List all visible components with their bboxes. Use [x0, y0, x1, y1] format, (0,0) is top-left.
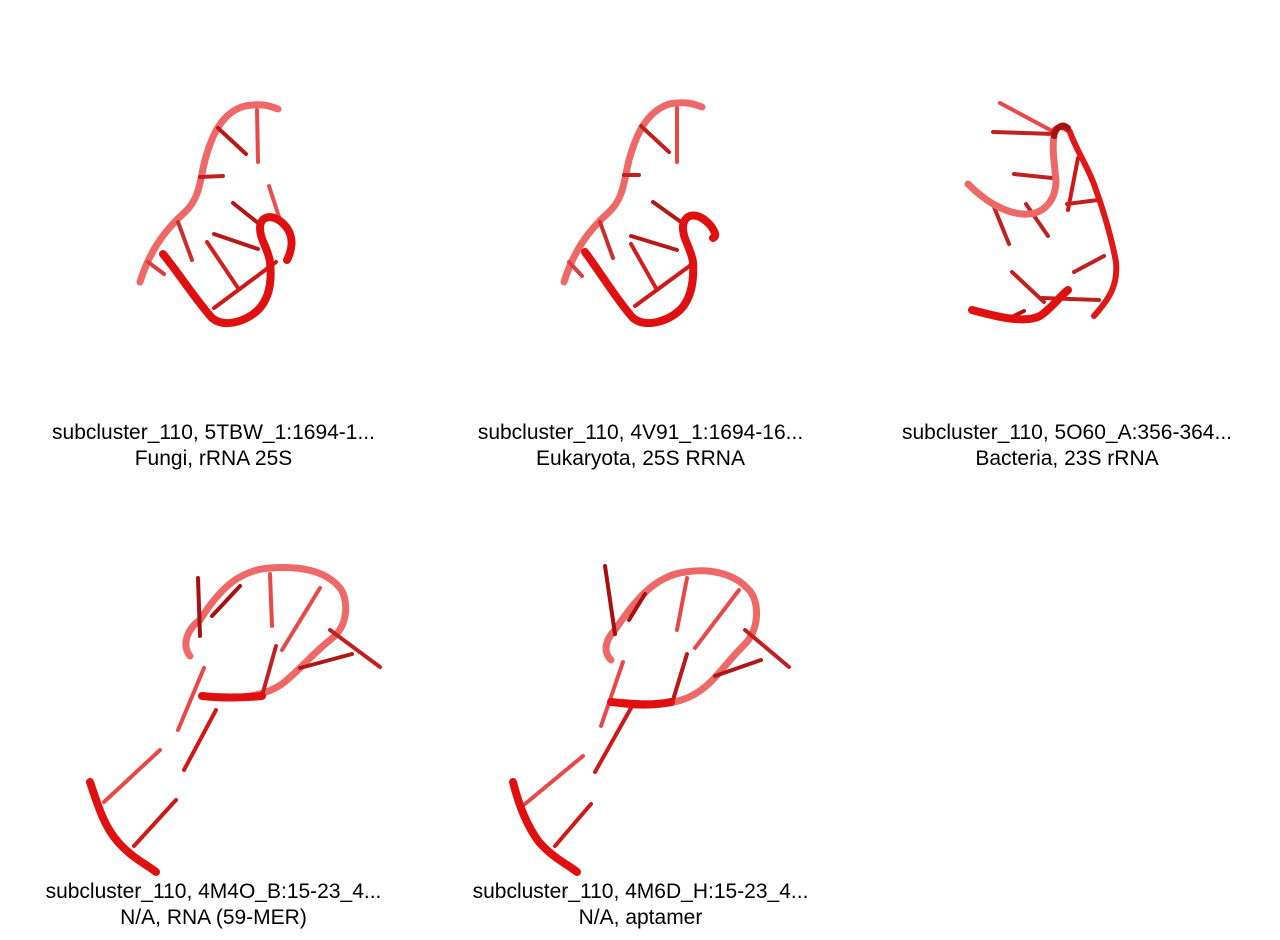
- base-stick: [212, 260, 278, 310]
- rna-structure-render-2: [560, 99, 720, 328]
- base-stick: [603, 564, 617, 636]
- panel-subtitle: N/A, RNA (59-MER): [120, 906, 307, 929]
- base-stick: [1066, 156, 1080, 212]
- base-stick: [216, 126, 248, 156]
- base-stick: [567, 260, 584, 278]
- backbone-upper: [560, 99, 706, 286]
- backbone-upper: [136, 101, 282, 286]
- rna-structure-render-1: [136, 101, 296, 328]
- base-stick: [280, 586, 322, 652]
- base-stick: [102, 748, 162, 804]
- backbone-lower-right: [607, 698, 675, 709]
- base-stick: [205, 240, 240, 290]
- base-stick: [182, 708, 218, 772]
- base-stick: [629, 242, 659, 292]
- base-stick: [553, 802, 593, 848]
- base-stick: [998, 101, 1056, 134]
- panel-subtitle: Bacteria, 23S rRNA: [975, 447, 1159, 470]
- base-stick: [268, 572, 274, 628]
- base-stick: [693, 588, 741, 650]
- panel-title: subcluster_110, 4M4O_B:15-23_4...: [45, 880, 382, 903]
- base-stick: [743, 628, 791, 669]
- rna-structure-render-3: [964, 101, 1120, 324]
- backbone-lower-right: [198, 692, 266, 702]
- backbone-loop: [1050, 124, 1120, 319]
- base-stick: [990, 200, 1011, 246]
- backbone-loop: [602, 567, 761, 709]
- panel-title: subcluster_110, 5TBW_1:1694-1...: [52, 421, 375, 444]
- base-stick: [593, 706, 633, 774]
- base-stick: [198, 174, 225, 179]
- base-stick: [1010, 270, 1046, 304]
- panel-caption-4: subcluster_110, 4M4O_B:15-23_4... N/A, R…: [0, 879, 427, 931]
- panel-subtitle: Fungi, rRNA 25S: [134, 447, 293, 470]
- panel-title: subcluster_110, 4V91_1:1694-16...: [477, 421, 804, 444]
- base-stick: [991, 130, 1056, 136]
- base-stick: [1024, 202, 1050, 238]
- rna-structure-render-4: [86, 564, 382, 876]
- base-stick: [176, 220, 194, 262]
- backbone-lower: [581, 211, 720, 328]
- panel-caption-3: subcluster_110, 5O60_A:356-364... Bacter…: [854, 420, 1280, 472]
- base-stick: [639, 124, 671, 154]
- base-stick: [675, 576, 689, 632]
- panel-subtitle: Eukaryota, 25S RRNA: [536, 447, 745, 470]
- base-stick: [260, 644, 278, 698]
- panel-title: subcluster_110, 5O60_A:356-364...: [901, 421, 1232, 444]
- base-stick: [196, 576, 202, 638]
- base-stick: [1065, 198, 1100, 206]
- base-stick: [298, 652, 354, 670]
- backbone-lower: [968, 286, 1072, 324]
- structure-panel-4: subcluster_110, 4M4O_B:15-23_4... N/A, R…: [0, 470, 427, 940]
- base-stick: [328, 628, 382, 669]
- structure-panel-1: subcluster_110, 5TBW_1:1694-1... Fungi, …: [0, 0, 427, 470]
- base-stick: [599, 660, 625, 728]
- structure-panel-5: subcluster_110, 4M6D_H:15-23_4... N/A, a…: [427, 470, 854, 940]
- base-stick: [267, 184, 282, 222]
- base-stick: [651, 200, 683, 224]
- base-stick: [255, 108, 260, 164]
- backbone-upper: [964, 132, 1060, 218]
- base-stick: [671, 652, 689, 702]
- base-stick: [633, 260, 697, 308]
- base-stick: [713, 658, 763, 678]
- base-stick: [231, 201, 260, 225]
- panel-subtitle: N/A, aptamer: [578, 906, 703, 929]
- base-stick: [523, 754, 585, 806]
- base-stick: [212, 232, 260, 251]
- base-stick: [176, 666, 206, 732]
- base-stick: [210, 584, 242, 618]
- panel-title: subcluster_110, 4M6D_H:15-23_4...: [472, 880, 809, 903]
- base-stick: [1072, 254, 1106, 274]
- panel-caption-1: subcluster_110, 5TBW_1:1694-1... Fungi, …: [0, 420, 427, 472]
- base-stick: [132, 798, 178, 848]
- base-stick: [146, 260, 166, 276]
- rna-structure-render-5: [509, 564, 791, 876]
- backbone-top-turn: [1051, 122, 1071, 139]
- backbone-lower-left: [86, 778, 160, 876]
- panel-caption-5: subcluster_110, 4M6D_H:15-23_4... N/A, a…: [427, 879, 854, 931]
- base-stick: [627, 592, 647, 622]
- backbone-lower: [159, 213, 296, 328]
- panel-caption-2: subcluster_110, 4V91_1:1694-16... Eukary…: [427, 420, 854, 472]
- base-stick: [1012, 172, 1054, 180]
- base-stick: [598, 220, 615, 260]
- base-stick: [629, 234, 679, 252]
- base-stick: [1040, 296, 1101, 302]
- structure-panel-2: subcluster_110, 4V91_1:1694-16... Eukary…: [427, 0, 854, 470]
- structure-panel-3: subcluster_110, 5O60_A:356-364... Bacter…: [854, 0, 1280, 470]
- backbone-lower-left: [509, 778, 581, 876]
